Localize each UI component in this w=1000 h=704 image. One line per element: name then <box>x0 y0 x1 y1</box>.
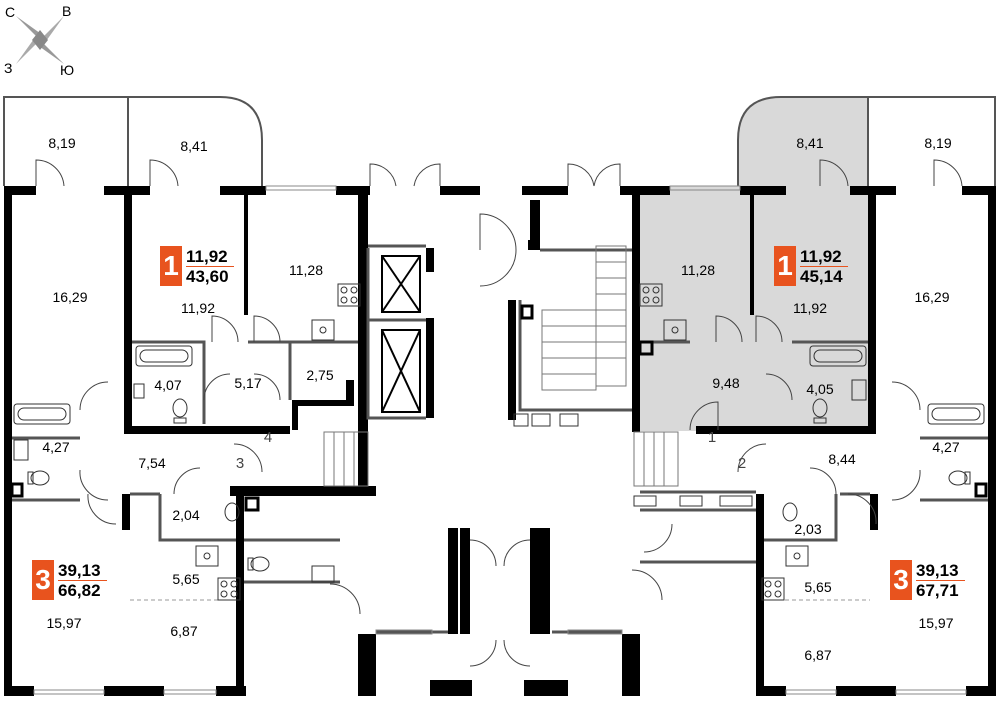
area-right-apt1-room: 11,92 <box>793 300 827 316</box>
area-right-bedroom: 16,29 <box>914 289 949 305</box>
badge-living-area: 39,13 <box>58 561 107 581</box>
stair-label-4: 4 <box>264 429 272 446</box>
badge-total-area: 43,60 <box>186 266 229 286</box>
area-right-room-small: 6,87 <box>804 647 831 663</box>
shafts <box>10 304 988 512</box>
area-balcony-right-1: 8,19 <box>924 135 951 151</box>
area-left-bedroom: 16,29 <box>52 289 87 305</box>
fixtures <box>13 283 985 601</box>
area-left-wc: 2,75 <box>306 367 333 383</box>
area-right-kitchen-3: 5,65 <box>804 579 831 595</box>
compass-east: В <box>62 3 72 19</box>
badge-room-count: 1 <box>160 246 182 286</box>
badge-total-area: 45,14 <box>800 266 843 286</box>
area-left-apt1-room: 11,92 <box>181 300 215 316</box>
compass-rose-icon <box>16 16 64 64</box>
area-right-hall-3: 8,44 <box>828 451 855 467</box>
badge-total-area: 66,82 <box>58 580 101 600</box>
badge-living-area: 11,92 <box>186 247 234 267</box>
area-right-room-3: 15,97 <box>918 615 953 631</box>
doors <box>35 159 963 667</box>
stair-label-1: 1 <box>708 429 716 446</box>
stairs <box>323 245 679 487</box>
area-left-hall: 5,17 <box>234 375 261 391</box>
apartment-badge-left-1[interactable]: 1 11,92 43,60 <box>160 246 234 286</box>
walls <box>4 186 996 696</box>
area-right-bath-3: 4,27 <box>932 439 959 455</box>
stair-label-2: 2 <box>738 455 746 472</box>
area-left-bath: 4,07 <box>154 377 181 393</box>
compass-west: З <box>4 60 13 76</box>
compass-north: С <box>5 4 16 20</box>
badge-room-count: 3 <box>32 560 54 600</box>
balconies <box>3 96 996 186</box>
stair-label-3: 3 <box>236 455 244 472</box>
compass-south: Ю <box>60 62 75 78</box>
area-balcony-left-1: 8,19 <box>48 135 75 151</box>
area-balcony-left-2: 8,41 <box>180 138 207 154</box>
elevators <box>381 255 421 413</box>
windows <box>33 185 967 695</box>
apartment-badge-right-1[interactable]: 1 11,92 45,14 <box>774 246 848 286</box>
area-left-room-3: 15,97 <box>46 615 81 631</box>
area-left-hall-3: 7,54 <box>138 455 165 471</box>
partitions <box>12 244 988 634</box>
compass: С В З Ю <box>0 0 80 80</box>
room-labels: 8,19 8,41 8,41 8,19 16,29 11,92 11,28 11… <box>42 135 959 663</box>
area-right-apt1-kitchen: 11,28 <box>681 262 715 278</box>
area-right-hall: 9,48 <box>712 375 739 391</box>
area-left-bath-3: 4,27 <box>42 439 69 455</box>
area-balcony-right-2: 8,41 <box>796 135 823 151</box>
badge-total-area: 67,71 <box>916 580 959 600</box>
area-right-wc-3: 2,03 <box>794 521 821 537</box>
badge-room-count: 1 <box>774 246 796 286</box>
area-right-bath: 4,05 <box>806 381 833 397</box>
stair-labels: 1 2 3 4 <box>236 429 746 472</box>
badge-living-area: 39,13 <box>916 561 965 581</box>
area-left-kitchen-3: 5,65 <box>172 571 199 587</box>
area-left-wc-3: 2,04 <box>172 507 199 523</box>
apartment-badge-right-3[interactable]: 3 39,13 67,71 <box>890 560 965 600</box>
area-left-apt1-kitchen: 11,28 <box>289 262 323 278</box>
badge-living-area: 11,92 <box>800 247 848 267</box>
apartment-badge-left-3[interactable]: 3 39,13 66,82 <box>32 560 107 600</box>
badge-room-count: 3 <box>890 560 912 600</box>
area-left-room-small: 6,87 <box>170 623 197 639</box>
